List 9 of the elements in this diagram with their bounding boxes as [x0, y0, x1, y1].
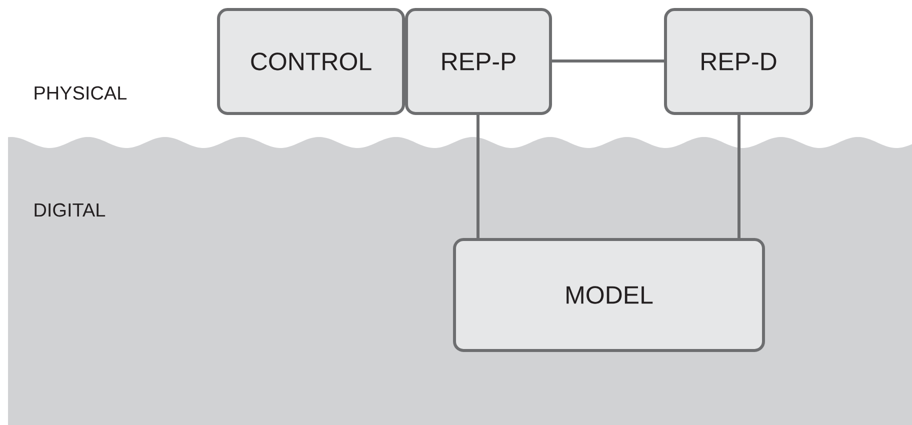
process-box: CONTROL — [217, 8, 405, 115]
process-box: REP-P — [405, 8, 552, 115]
region-label: PHYSICAL — [34, 86, 127, 100]
region-label: DIGITAL — [34, 203, 106, 217]
process-box: REP-D — [664, 8, 813, 115]
process-box: MODEL — [453, 238, 765, 352]
connector-line — [738, 115, 740, 238]
connector-line — [552, 60, 664, 62]
connector-line — [476, 115, 480, 238]
